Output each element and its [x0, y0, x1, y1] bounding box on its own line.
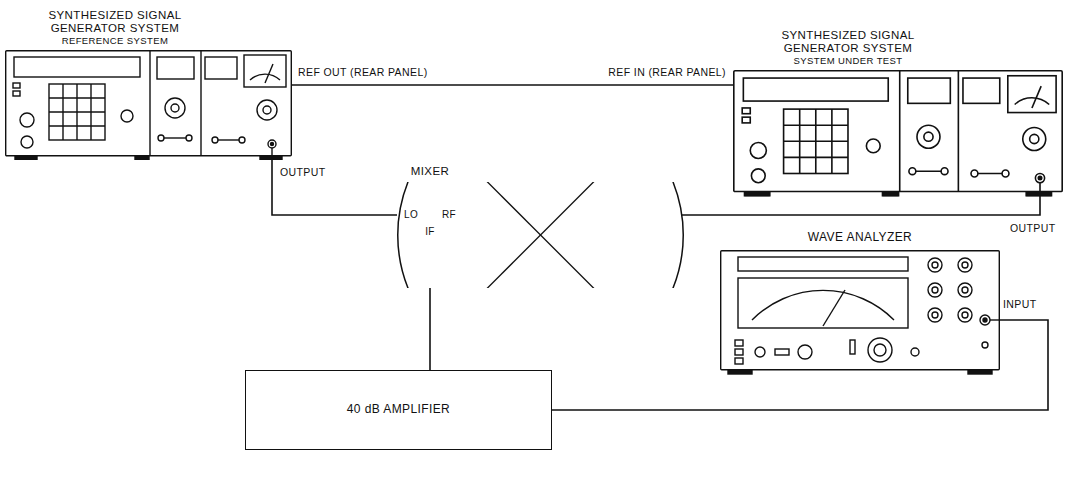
wave-analyzer-drawing-part [735, 340, 743, 346]
instrument-role: SYSTEM UNDER TEST [763, 56, 933, 67]
reference-generator: SYNTHESIZED SIGNAL GENERATOR SYSTEMREFER… [5, 50, 292, 156]
label-holder: REF OUT (REAR PANEL) [298, 66, 428, 78]
wave-analyzer-drawing-part [775, 349, 789, 355]
wave-analyzer-drawing-part [755, 347, 765, 357]
amplifier-name: 40 dB AMPLIFIER [246, 403, 551, 417]
wave-analyzer-drawing-part [735, 358, 743, 364]
wave-analyzer-drawing-part [738, 278, 908, 328]
port-name-holder: IF [421, 226, 439, 238]
wave-analyzer-drawing-part [798, 345, 812, 359]
wave-analyzer-drawing-part [721, 251, 1000, 370]
wave-analyzer-drawing-part [752, 290, 894, 320]
port-label: OUTPUT [280, 166, 326, 178]
wave-analyzer-drawing-part [928, 308, 942, 322]
mixer-title: MIXER [380, 165, 480, 178]
label-holder: OUTPUT [280, 166, 326, 178]
instrument-role-holder: SYSTEM UNDER TEST [763, 56, 933, 67]
mixer-circle-outline [398, 182, 684, 288]
wave-analyzer-drawing-part [911, 348, 919, 356]
wave-analyzer-drawing-part [982, 342, 988, 348]
instrument-title-holder: SYNTHESIZED SIGNAL GENERATOR SYSTEM [763, 29, 933, 55]
port-name: IF [421, 226, 439, 238]
wave-analyzer-drawing-part [932, 312, 938, 318]
mixer-title-holder: MIXER [380, 165, 480, 178]
signal-cable [292, 84, 733, 86]
wave-analyzer-drawing-part [962, 312, 968, 318]
instrument-title: SYNTHESIZED SIGNAL GENERATOR SYSTEM [30, 9, 200, 35]
signal-cable [552, 320, 1048, 410]
instrument-title-holder: WAVE ANALYZER [760, 231, 960, 245]
wave-analyzer: WAVE ANALYZER [720, 250, 1000, 370]
instrument-title: WAVE ANALYZER [760, 231, 960, 245]
label-holder: OUTPUT [1010, 222, 1056, 234]
wave-analyzer-drawing-part [738, 257, 908, 271]
port-label: OUTPUT [1010, 222, 1056, 234]
wave-analyzer-drawing-part [983, 318, 987, 322]
wave-analyzer-drawing-part [968, 370, 992, 374]
port-name-holder: RF [440, 209, 458, 221]
wave-analyzer-drawing-part [728, 370, 752, 374]
wave-analyzer-drawing-part [868, 338, 892, 362]
mixer-circle: MIXERLORFIF [397, 182, 463, 248]
instrument-title: SYNTHESIZED SIGNAL GENERATOR SYSTEM [763, 29, 933, 55]
wave-analyzer-drawing-part [962, 262, 968, 268]
test-generator: SYNTHESIZED SIGNAL GENERATOR SYSTEMSYSTE… [733, 70, 1063, 192]
wave-analyzer-drawing-part [962, 287, 968, 293]
mixer-cross [440, 182, 642, 288]
wave-analyzer-drawing-part [958, 258, 972, 272]
amplifier-name-holder: 40 dB AMPLIFIER [246, 403, 551, 417]
wave-analyzer-drawing-part [958, 308, 972, 322]
port-name: LO [402, 209, 420, 221]
reference-generator-drawing [6, 51, 292, 160]
amplifier-box: 40 dB AMPLIFIER [245, 370, 552, 450]
port-name-holder: LO [402, 209, 420, 221]
label-holder: INPUT [1003, 298, 1037, 310]
wave-analyzer-drawing-part [980, 315, 990, 325]
wave-analyzer-drawing-part [958, 283, 972, 297]
wave-analyzer-drawing-part [735, 349, 743, 355]
port-label: INPUT [1003, 298, 1037, 310]
wave-analyzer-drawing-part [990, 319, 999, 320]
wave-analyzer-drawing-part [823, 290, 845, 326]
mixer-cross [440, 182, 642, 288]
instrument-role: REFERENCE SYSTEM [30, 36, 200, 47]
instrument-title-holder: SYNTHESIZED SIGNAL GENERATOR SYSTEM [30, 9, 200, 35]
port-label: REF IN (REAR PANEL) [608, 66, 726, 78]
wave-analyzer-drawing [721, 251, 1000, 374]
wave-analyzer-drawing-part [874, 344, 886, 356]
port-name: RF [440, 209, 458, 221]
test-generator-drawing [734, 71, 1062, 197]
mixer-outline [397, 182, 684, 288]
wave-analyzer-drawing-part [932, 287, 938, 293]
label-holder: REF IN (REAR PANEL) [608, 66, 726, 78]
wave-analyzer-drawing-part [928, 283, 942, 297]
wave-analyzer-drawing-part [932, 262, 938, 268]
instrument-role-holder: REFERENCE SYSTEM [30, 36, 200, 47]
port-label: REF OUT (REAR PANEL) [298, 66, 428, 78]
wave-analyzer-drawing-part [928, 258, 942, 272]
signal-cable [272, 156, 397, 215]
wave-analyzer-drawing-part [850, 340, 855, 354]
